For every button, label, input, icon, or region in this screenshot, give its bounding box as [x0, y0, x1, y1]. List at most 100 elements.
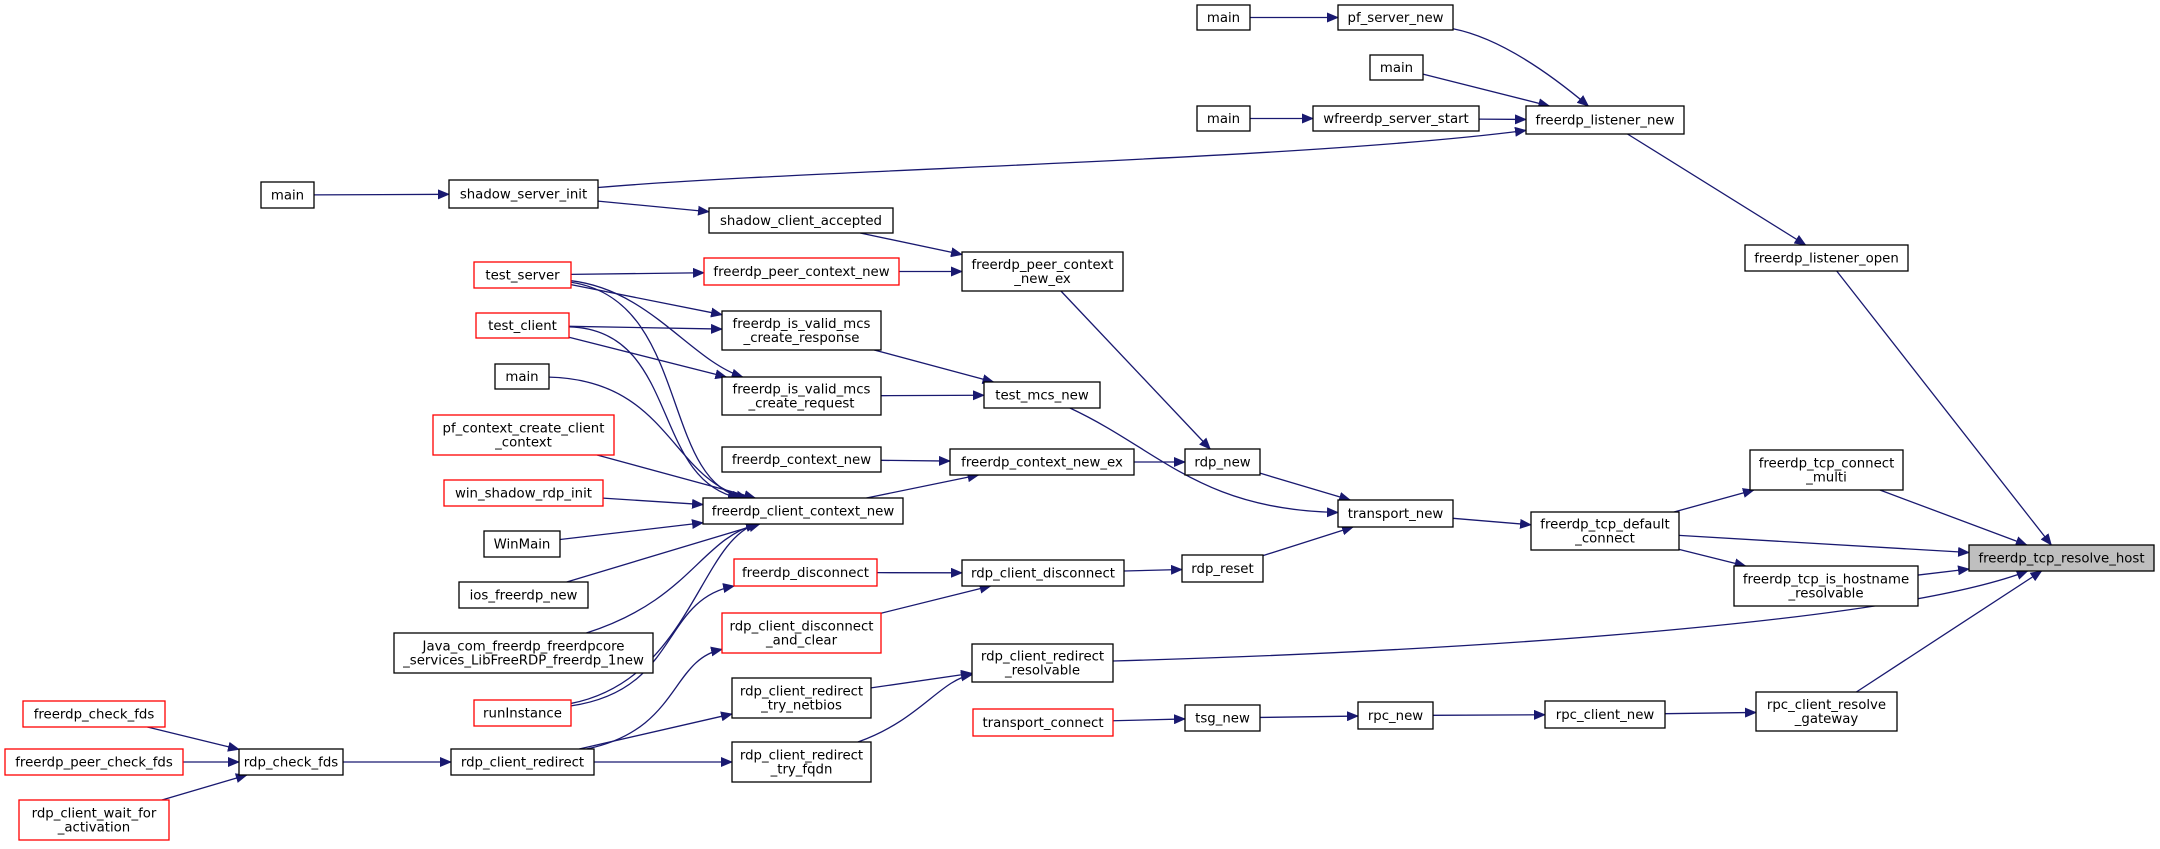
node-box [1968, 544, 2155, 572]
edge-freerdp_listener_new-to-freerdp_listener_open [1627, 133, 1807, 246]
node-rpc_client_resolve_gateway[interactable]: rpc_client_resolve_gateway [1755, 691, 1898, 732]
node-box [260, 181, 315, 209]
node-freerdp_listener_open[interactable]: freerdp_listener_open [1744, 244, 1909, 272]
node-rdp_client_disconnect[interactable]: rdp_client_disconnect [961, 559, 1125, 587]
node-box [721, 446, 882, 473]
node-rdp_reset[interactable]: rdp_reset [1181, 554, 1264, 583]
node-rdp_client_wait_for_activation[interactable]: rdp_client_wait_for_activation [18, 799, 170, 841]
node-box [721, 376, 882, 416]
edge-rpc_client_new-to-rpc_client_resolve_gateway [1664, 707, 1757, 718]
node-main2[interactable]: main [1369, 54, 1424, 81]
node-java_com[interactable]: Java_com_freerdp_freerdpcore_services_Li… [393, 632, 654, 674]
edge-test_server-to-freerdp_is_valid_mcs_create_response [570, 284, 723, 318]
node-freerdp_is_valid_mcs_create_response[interactable]: freerdp_is_valid_mcs_create_response [721, 310, 882, 351]
node-label: pf_server_new [1348, 11, 1444, 26]
node-box [1312, 105, 1480, 132]
node-box [961, 559, 1125, 587]
node-box [1525, 105, 1685, 135]
node-main3[interactable]: main [1196, 105, 1251, 132]
node-test_client[interactable]: test_client [475, 312, 570, 339]
edge-freerdp_client_context_new-to-freerdp_context_new_ex [866, 472, 980, 499]
node-pf_server_new[interactable]: pf_server_new [1337, 4, 1454, 31]
node-WinMain[interactable]: WinMain [483, 530, 561, 558]
node-rdp_client_disconnect_and_clear[interactable]: rdp_client_disconnect_and_clear [721, 612, 882, 654]
node-freerdp_tcp_resolve_host[interactable]: freerdp_tcp_resolve_host [1968, 544, 2155, 572]
node-freerdp_is_valid_mcs_create_request[interactable]: freerdp_is_valid_mcs_create_request [721, 376, 882, 416]
node-freerdp_tcp_default_connect[interactable]: freerdp_tcp_default_connect [1530, 511, 1680, 551]
node-label: _create_response [743, 331, 860, 346]
node-shadow_server_init[interactable]: shadow_server_init [448, 179, 599, 209]
node-label: win_shadow_rdp_init [455, 487, 592, 502]
node-pf_context_create_client_context[interactable]: pf_context_create_client_context [432, 414, 615, 456]
node-label: rdp_client_wait_for [32, 807, 157, 822]
node-label: rdp_reset [1191, 562, 1253, 577]
node-rdp_check_fds[interactable]: rdp_check_fds [238, 748, 344, 776]
node-label: freerdp_context_new [732, 453, 871, 468]
node-label: main [1207, 112, 1240, 127]
node-freerdp_peer_context_new[interactable]: freerdp_peer_context_new [703, 257, 900, 286]
edge-freerdp_peer_context_new_ex-to-rdp_new [1060, 290, 1211, 450]
node-rdp_client_redirect_try_fqdn[interactable]: rdp_client_redirect_try_fqdn [731, 741, 872, 783]
node-box [238, 748, 344, 776]
node-label: rdp_client_disconnect [730, 620, 874, 635]
node-label: freerdp_tcp_is_hostname [1743, 573, 1909, 588]
node-test_mcs_new[interactable]: test_mcs_new [983, 381, 1101, 409]
node-freerdp_context_new[interactable]: freerdp_context_new [721, 446, 882, 473]
node-label: _gateway [1794, 712, 1859, 727]
node-freerdp_context_new_ex[interactable]: freerdp_context_new_ex [949, 448, 1135, 476]
node-win_shadow_rdp_init[interactable]: win_shadow_rdp_init [443, 479, 604, 507]
edge-pf_server_new-to-freerdp_listener_new [1452, 28, 1590, 107]
node-label: freerdp_listener_open [1754, 252, 1899, 267]
edge-tsg_new-to-rpc_new [1259, 711, 1359, 722]
node-box [731, 677, 872, 719]
node-label: rdp_client_redirect [740, 749, 863, 764]
node-rdp_new[interactable]: rdp_new [1184, 448, 1261, 476]
node-freerdp_listener_new[interactable]: freerdp_listener_new [1525, 105, 1685, 135]
node-runInstance[interactable]: runInstance [473, 699, 572, 727]
node-main1[interactable]: main [1196, 4, 1251, 31]
node-box [702, 497, 904, 525]
node-label: Java_com_freerdp_freerdpcore [422, 640, 625, 655]
node-label: freerdp_listener_new [1536, 114, 1675, 129]
node-box [4, 748, 184, 776]
edge-ios_freerdp_new-to-freerdp_client_context_new [566, 522, 761, 583]
node-box [949, 448, 1135, 476]
node-transport_new[interactable]: transport_new [1337, 499, 1454, 528]
node-ios_freerdp_new[interactable]: ios_freerdp_new [458, 581, 589, 609]
node-rpc_client_new[interactable]: rpc_client_new [1544, 700, 1666, 729]
edge-rdp_client_redirect-to-rdp_client_redirect_try_netbios [579, 711, 733, 750]
edge-shadow_server_init-to-freerdp_listener_new [597, 126, 1527, 189]
node-transport_connect[interactable]: transport_connect [972, 708, 1114, 737]
node-freerdp_client_context_new[interactable]: freerdp_client_context_new [702, 497, 904, 525]
node-rdp_client_redirect_resolvable[interactable]: rdp_client_redirect_resolvable [971, 643, 1114, 683]
node-rdp_client_redirect[interactable]: rdp_client_redirect [450, 748, 595, 776]
node-box [1749, 449, 1904, 491]
node-box [448, 179, 599, 209]
edge-rdp_client_redirect_try_netbios-to-rdp_client_redirect_resolvable [870, 669, 973, 689]
node-freerdp_tcp_connect_multi[interactable]: freerdp_tcp_connect_multi [1749, 449, 1904, 491]
edge-transport_connect-to-tsg_new [1112, 714, 1186, 725]
edge-freerdp_tcp_default_connect-to-freerdp_tcp_connect_multi [1673, 488, 1755, 513]
node-rdp_client_redirect_try_netbios[interactable]: rdp_client_redirect_try_netbios [731, 677, 872, 719]
edge-rdp_client_redirect_resolvable-to-freerdp_tcp_resolve_host [1112, 570, 2029, 662]
node-freerdp_check_fds[interactable]: freerdp_check_fds [22, 700, 166, 728]
node-shadow_client_accepted[interactable]: shadow_client_accepted [708, 207, 894, 234]
node-box [972, 708, 1114, 737]
node-test_server[interactable]: test_server [473, 261, 572, 289]
node-freerdp_peer_check_fds[interactable]: freerdp_peer_check_fds [4, 748, 184, 776]
edge-test_server-to-freerdp_is_valid_mcs_create_request [570, 280, 744, 379]
node-label: pf_context_create_client [443, 422, 605, 437]
node-label: freerdp_client_context_new [712, 505, 895, 520]
node-box [1733, 565, 1919, 607]
node-freerdp_tcp_is_hostname_resolvable[interactable]: freerdp_tcp_is_hostname_resolvable [1733, 565, 1919, 607]
node-wfreerdp_server_start[interactable]: wfreerdp_server_start [1312, 105, 1480, 132]
node-main4[interactable]: main [260, 181, 315, 209]
node-freerdp_disconnect[interactable]: freerdp_disconnect [733, 558, 878, 587]
node-box [961, 251, 1124, 292]
node-rpc_new[interactable]: rpc_new [1357, 701, 1434, 730]
node-main5[interactable]: main [494, 363, 550, 390]
edge-freerdp_tcp_default_connect-to-freerdp_tcp_is_hostname_resolvable [1678, 548, 1747, 569]
node-tsg_new[interactable]: tsg_new [1184, 704, 1261, 732]
node-freerdp_peer_context_new_ex[interactable]: freerdp_peer_context_new_ex [961, 251, 1124, 292]
